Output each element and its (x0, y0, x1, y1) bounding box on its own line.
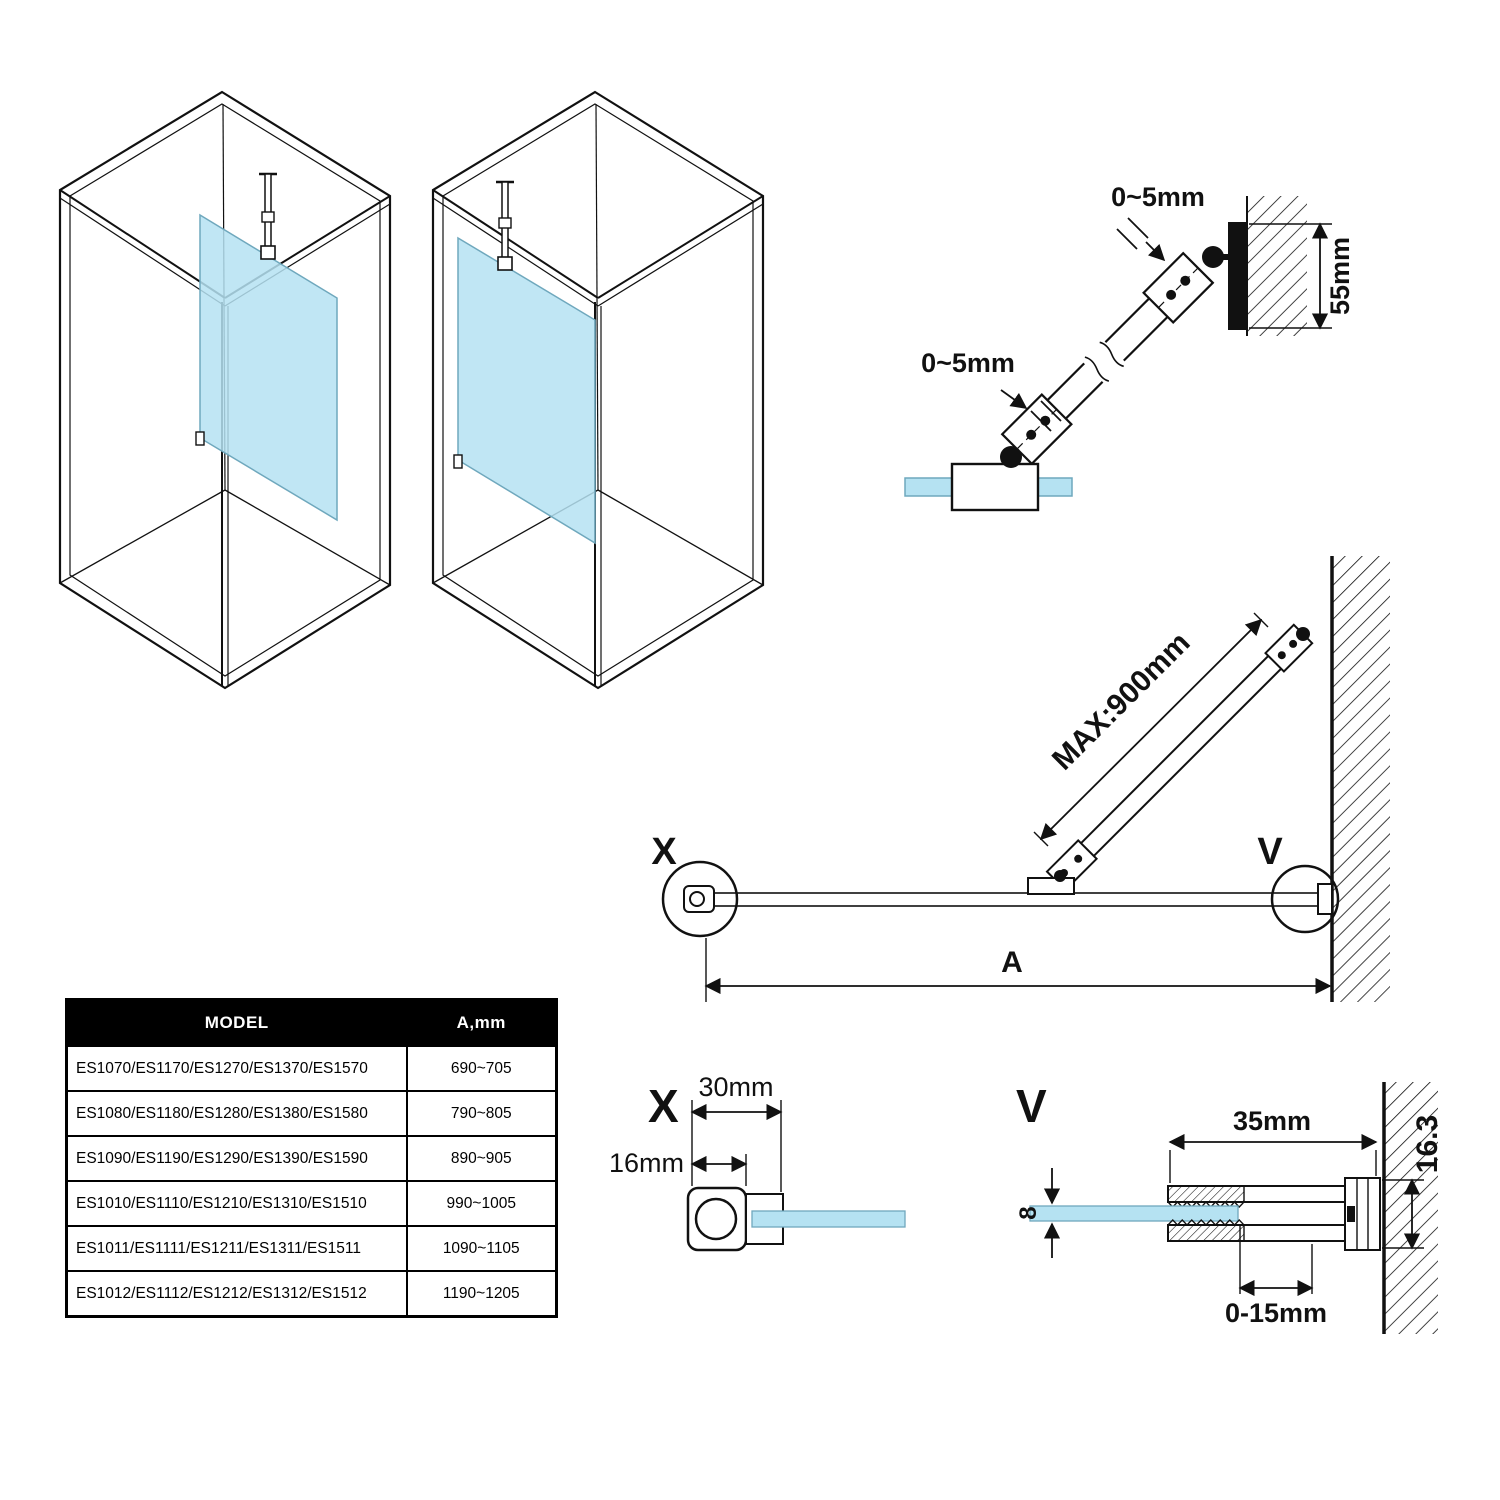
model-cell: ES1090/ES1190/ES1290/ES1390/ES1590 (65, 1135, 408, 1182)
wall-pivot (1202, 246, 1224, 268)
glass-shoe (950, 462, 1040, 512)
wall-hatching (1332, 556, 1390, 1002)
label-v-ref: V (1257, 831, 1283, 873)
detail-circle-v (1270, 864, 1340, 934)
model-cell: ES1080/ES1180/ES1280/ES1380/ES1580 (65, 1090, 408, 1137)
table-row: ES1010/ES1110/ES1210/ES1310/ES1510 990~1… (65, 1180, 558, 1227)
wall-mount-plate (1228, 222, 1247, 330)
column-header-a: A,mm (405, 998, 558, 1047)
label-gap-bottom: 0~5mm (921, 348, 1015, 378)
glass-panel-edge (711, 892, 1319, 907)
detail-v-section: V 35mm 16.3 8 0-15mm (1015, 1080, 1444, 1334)
model-cell: ES1070/ES1170/ES1270/ES1370/ES1570 (65, 1045, 408, 1092)
glass-edge (1029, 1205, 1239, 1222)
detail-v-title: V (1016, 1080, 1047, 1132)
a-cell: 890~905 (405, 1135, 558, 1182)
detail-x-section: X 30mm 16mm (609, 1072, 906, 1252)
model-cell: ES1012/ES1112/ES1212/ES1312/ES1512 (65, 1270, 408, 1318)
table-row: ES1012/ES1112/ES1212/ES1312/ES1512 1190~… (65, 1270, 558, 1318)
model-cell: ES1010/ES1110/ES1210/ES1310/ES1510 (65, 1180, 408, 1227)
wall-hatching (1247, 196, 1307, 336)
label-x-ref: X (651, 831, 677, 873)
a-cell: 990~1005 (405, 1180, 558, 1227)
a-cell: 1190~1205 (405, 1270, 558, 1318)
label-profile-height: 16.3 (1411, 1115, 1444, 1173)
label-max-length: MAX:900mm (1046, 626, 1197, 777)
label-adjust-range: 0-15mm (1225, 1298, 1327, 1328)
detail-x-title: X (648, 1080, 679, 1132)
a-cell: 1090~1105 (405, 1225, 558, 1272)
isometric-view-left (58, 90, 392, 690)
table-row: ES1011/ES1111/ES1211/ES1311/ES1511 1090~… (65, 1225, 558, 1272)
label-x-width: 30mm (698, 1072, 773, 1102)
glass-shoe (1027, 877, 1075, 895)
label-x-depth: 16mm (609, 1148, 684, 1178)
a-cell: 790~805 (405, 1090, 558, 1137)
table-row: ES1070/ES1170/ES1270/ES1370/ES1570 690~7… (65, 1045, 558, 1092)
a-cell: 690~705 (405, 1045, 558, 1092)
isometric-view-right (431, 90, 765, 690)
model-cell: ES1011/ES1111/ES1211/ES1311/ES1511 (65, 1225, 408, 1272)
model-dimension-table: MODEL A,mm ES1070/ES1170/ES1270/ES1370/E… (65, 998, 558, 1318)
glass-floor-bracket (195, 431, 205, 446)
glass-panel (457, 236, 596, 545)
glass-floor-bracket (453, 454, 463, 469)
label-glass-thickness: 8 (1015, 1206, 1042, 1219)
ceiling-support-rod (496, 180, 514, 271)
label-plate-height: 55mm (1325, 237, 1355, 315)
glass-panel (199, 213, 338, 522)
glass-pivot (1054, 870, 1066, 882)
ceiling-support-rod (259, 172, 277, 260)
table-row: ES1080/ES1180/ES1280/ES1380/ES1580 790~8… (65, 1090, 558, 1137)
table-row: ES1090/ES1190/ES1290/ES1390/ES1590 890~9… (65, 1135, 558, 1182)
label-gap-top: 0~5mm (1111, 182, 1205, 212)
wall-profile-small (1317, 883, 1333, 915)
detail-circle-x (661, 860, 739, 938)
table-header-row: MODEL A,mm (65, 998, 558, 1047)
glass-edge (751, 1210, 906, 1228)
label-width-a: A (1001, 946, 1023, 979)
round-bar-profile (694, 1197, 738, 1241)
column-header-model: MODEL (65, 998, 408, 1047)
wall-pivot (1296, 627, 1310, 641)
installation-plan-diagram: MAX:900mm X V A (651, 556, 1390, 1002)
glass-pivot (1000, 446, 1022, 468)
label-v-width: 35mm (1233, 1106, 1311, 1136)
support-bar-bracket-detail: 55mm 0~5mm 0~5mm (904, 182, 1355, 512)
